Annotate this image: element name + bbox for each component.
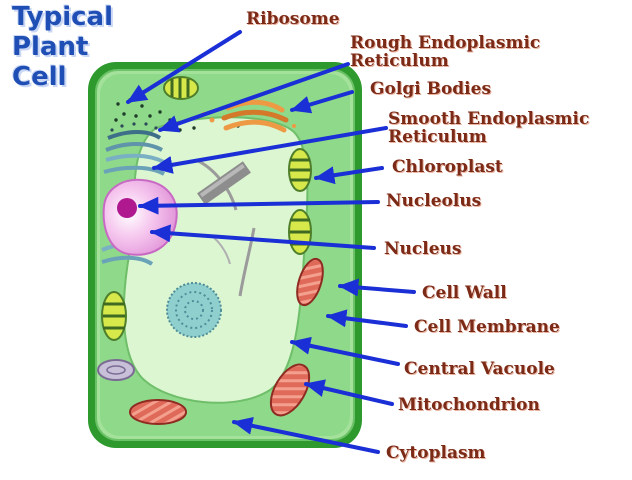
diagram-title-line-3: Cell — [12, 62, 67, 92]
arrow-nucleus — [150, 224, 376, 250]
chloroplast — [288, 148, 312, 192]
arrow-central-vacuole — [290, 336, 400, 366]
arrow-cell-membrane — [326, 309, 408, 328]
rough-endoplasmic-reticulum — [105, 122, 163, 152]
diagram-title-line-1: Typical — [12, 2, 113, 32]
arrow-nucleolus — [138, 196, 380, 215]
chloroplast — [288, 209, 312, 255]
label-nucleolus: Nucleolus — [386, 191, 482, 211]
arrow-cell-wall — [338, 278, 416, 297]
small-vesicle — [97, 359, 135, 381]
arrow-cytoplasm — [232, 416, 380, 454]
label-rough-er-line-1: Rough Endoplasmic — [350, 33, 541, 53]
arrow-golgi — [290, 90, 354, 114]
diagram-title-line-2: Plant — [12, 32, 89, 62]
label-cell-wall: Cell Wall — [422, 283, 507, 303]
vacuole-crystal — [197, 161, 251, 205]
label-smooth-er-line-1: Smooth Endoplasmic — [388, 109, 590, 129]
label-rough-er-line-2: Reticulum — [350, 51, 449, 71]
arrow-smooth-er — [152, 126, 388, 174]
arrow-chloroplast — [314, 166, 384, 185]
arrow-rough-er — [158, 62, 350, 133]
label-smooth-er-line-2: Reticulum — [388, 127, 487, 147]
arrow-ribosome — [126, 30, 242, 104]
nucleolus — [117, 198, 137, 218]
mitochondrion — [296, 257, 324, 307]
label-cytoplasm: Cytoplasm — [386, 443, 486, 463]
label-central-vacuole: Central Vacuole — [404, 359, 555, 379]
nucleus — [102, 178, 178, 256]
label-nucleus: Nucleus — [384, 239, 462, 259]
chloroplast — [163, 76, 199, 100]
mitochondrion — [129, 399, 187, 425]
label-cell-membrane: Cell Membrane — [414, 317, 560, 337]
mitochondrion — [269, 363, 311, 417]
vacuole-granule — [166, 282, 222, 338]
label-golgi-bodies: Golgi Bodies — [370, 79, 492, 99]
chloroplast — [101, 291, 127, 341]
label-mitochondrion: Mitochondrion — [398, 395, 540, 415]
pointer-arrows — [126, 30, 416, 454]
label-chloroplast: Chloroplast — [392, 157, 503, 177]
central-vacuole — [122, 116, 309, 404]
arrow-mitochondrion — [304, 379, 394, 406]
label-ribosome: Ribosome — [246, 9, 340, 29]
